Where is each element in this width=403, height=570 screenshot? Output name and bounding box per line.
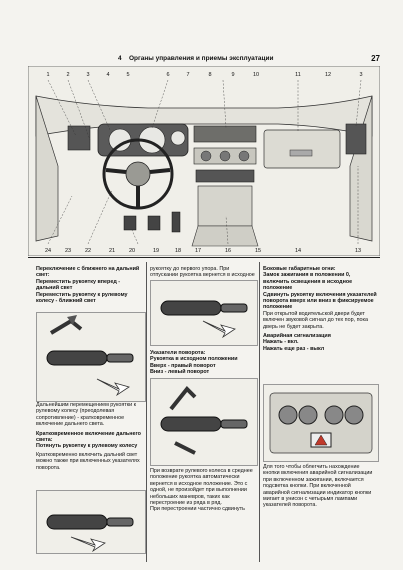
callout-bottom-16: 16 [225,248,231,254]
instruction-hazard-on: Нажать - вкл. [263,339,299,346]
column-parking-lights: Боковые габаритные огни: Замок зажигания… [263,266,377,352]
callout-top-5: 5 [126,72,129,78]
figure-flash-stalk [36,490,146,554]
instruction-neutral: Рукоятка в исходном положении [150,356,238,363]
chapter-number: 4 [118,55,122,62]
callout-top-1: 1 [46,72,49,78]
page-number: 27 [371,54,380,63]
text-door-chime: При открытой водительской двери будет вк… [263,310,368,330]
instruction-hazard-off: Нажать еще раз - выкл [263,345,325,352]
text-auto-return: При возврате рулевого колеса в среднее п… [150,468,253,507]
column-high-beam: Переключение с ближнего на дальний свет:… [36,266,144,304]
figure-turn-stalk [150,280,258,346]
stalk-drawing [46,315,134,397]
callout-bottom-14: 14 [295,248,301,254]
callout-top-11: 11 [295,72,301,78]
heading-beam-switch: Переключение с ближнего на дальний свет: [36,266,140,279]
figure-hazard-button [263,384,379,462]
callout-top-6: 6 [166,72,169,78]
text-flash-note: Кратковременно включить дальний свет мож… [36,451,140,471]
illustration-bottom-rule [28,257,380,258]
callout-bottom-21: 21 [109,248,115,254]
instruction-right-turn: Вверх - правый поворот [150,362,216,369]
callout-bottom-17: 17 [195,248,201,254]
callout-top-3: 3 [359,72,362,78]
heading-hazard: Аварийная сигнализация [263,333,331,340]
heading-flash: Кратковременное включение дальнего света… [36,430,141,444]
column-high-beam-cont: Дальнейшим перемещением рукоятки к рулев… [36,402,144,471]
column-turn-signals-detail: При возврате рулевого колеса в среднее п… [150,468,256,513]
instruction-low-beam: Переместить рукоятку к рулевому колесу -… [36,291,128,305]
callout-bottom-18: 18 [175,248,181,254]
column-divider-1 [146,262,147,562]
column-divider-2 [259,262,260,562]
callout-bottom-19: 19 [153,248,159,254]
callout-top-7: 7 [186,72,189,78]
page-header: 4 Органы управления и приемы эксплуатаци… [28,54,380,66]
callout-bottom-15: 15 [255,248,261,254]
callout-bottom-24: 24 [45,248,51,254]
instruction-stalk-fixed: Сдвинуть рукоятку включения указателей п… [263,291,377,311]
callout-top-4: 4 [106,72,109,78]
hazard-button-drawing [269,392,373,454]
callout-top-12: 12 [325,72,331,78]
instruction-high-beam: Переместить рукоятку вперед - дальний св… [36,278,121,292]
turn-positions-drawing [160,386,248,455]
callout-bottom-13: 13 [355,248,361,254]
heading-parking-lights: Боковые габаритные огни: [263,266,336,272]
callout-top-9: 9 [231,72,234,78]
callout-top-8: 8 [208,72,211,78]
callout-top-2: 2 [66,72,69,78]
text-high-beam-detail: Дальнейшим перемещением рукоятки к рулев… [36,402,136,428]
instruction-ignition: Замок зажигания в положении 0, включить … [263,272,353,292]
chapter-title: Органы управления и приемы эксплуатации [129,55,274,62]
column-turn-signals-text: Указатели поворота: Рукоятка в исходном … [150,350,256,376]
callout-top-10: 10 [253,72,259,78]
flash-stalk-drawing [46,514,134,553]
callout-bottom-20: 20 [129,248,135,254]
figure-turn-positions [150,378,258,466]
text-hazard-illumination: Для того чтобы облегчить нахождение кноп… [263,464,373,509]
figure-beam-stalk [36,312,146,402]
turn-stalk-drawing [160,300,248,339]
callout-bottom-22: 22 [85,248,91,254]
callout-bottom-23: 23 [65,248,71,254]
text-lane-change: При перестроении частично сдвинуть [150,506,245,513]
instruction-flash: Потянуть рукоятку к рулевому колесу [36,443,138,450]
instruction-left-turn: Вниз - левый поворот [150,369,210,376]
heading-turn-signals: Указатели поворота: [150,350,206,356]
callout-top-3: 3 [86,72,89,78]
column-hazard-detail: Для того чтобы облегчить нахождение кноп… [263,464,377,509]
